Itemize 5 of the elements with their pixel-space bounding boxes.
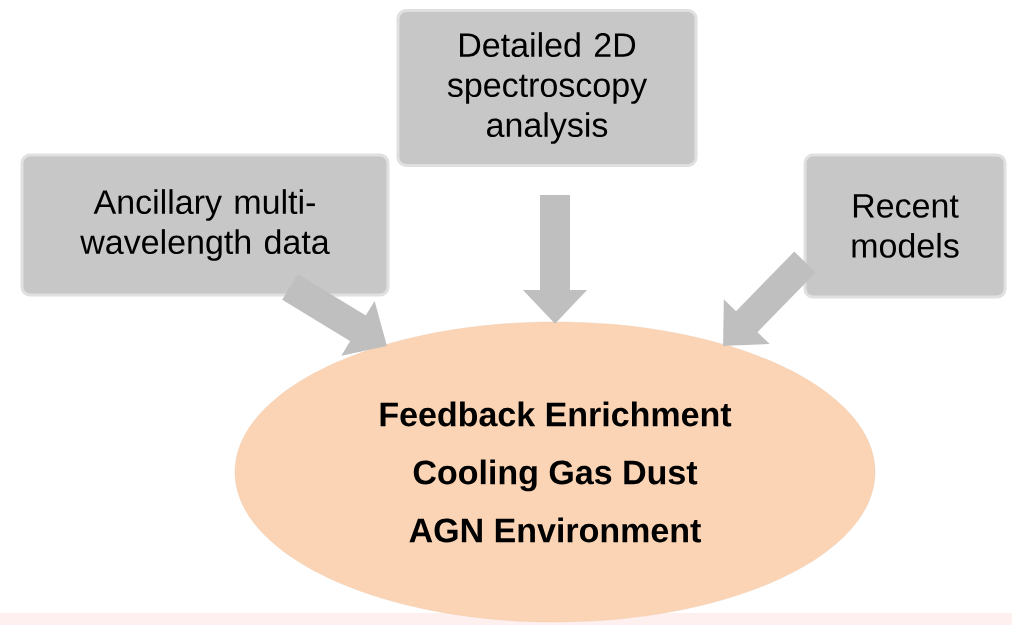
text-box: Detailed 2D spectroscopy analysis [396, 9, 698, 167]
block-arrow [723, 251, 816, 346]
text-box: Recent models [803, 153, 1007, 299]
text-box: Ancillary multi-wavelength data [20, 153, 390, 297]
ellipse-node: Feedback Enrichment Cooling Gas Dust AGN Environment [234, 321, 876, 623]
